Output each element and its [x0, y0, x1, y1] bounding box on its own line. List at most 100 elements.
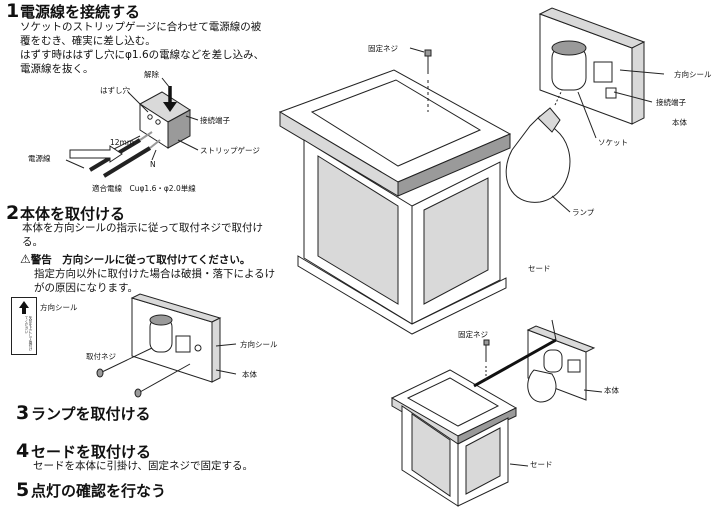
label-direction-seal-main: 方向シール	[674, 70, 712, 79]
step-2-line-2: る。	[22, 236, 43, 248]
label-asm-fixing-screw: 固定ネジ	[458, 330, 488, 339]
hole-leader	[127, 91, 149, 113]
wire-hole-icon	[155, 119, 161, 125]
fixing-screw-leader	[409, 47, 425, 53]
screw-head-2-icon	[134, 388, 142, 398]
label-terminal: 接続端子	[200, 116, 230, 125]
shade-top-side-edge	[397, 133, 511, 197]
warning-line-2: がの原因になります。	[34, 282, 138, 294]
warning-icon: ⚠	[20, 252, 31, 266]
up-arrow-icon	[19, 301, 29, 308]
step-2-text: 本体を方向シールの指示に従って取付ネジで取付け る。	[22, 221, 272, 249]
release-arrowhead-icon	[163, 102, 177, 112]
asm-terminal-block	[567, 359, 581, 373]
label-n: N	[150, 160, 156, 169]
label-release: 解除	[144, 70, 159, 79]
step-2-line-1: 本体を方向シールの指示に従って取付ネジで取付け	[22, 222, 263, 234]
n-leader	[151, 149, 157, 161]
dimension-line	[111, 135, 141, 151]
asm-side-panel	[465, 427, 501, 495]
insert-arrow-icon	[69, 145, 123, 163]
step-1-title: 電源線を接続する	[20, 3, 141, 21]
warning-line-1: 指定方向以外に取付けた場合は破損・落下によるけ	[34, 268, 276, 280]
terminal-leader	[185, 115, 199, 121]
back-plate-side	[211, 317, 221, 383]
warning-block: ⚠警告 方向シールに従って取付けてください。 指定方向以外に取付けた場合は破損・…	[20, 252, 290, 295]
warning-heading: 警告 方向シールに従って取付けてください。	[30, 254, 251, 266]
step-5-title: 点灯の確認を行なう	[31, 482, 167, 500]
asm-shade-top-inset	[406, 377, 500, 427]
direction-sticker: 矢印を上にして取付けてください	[11, 297, 37, 355]
step-2-title: 本体を取付ける	[20, 205, 126, 223]
sticker-text: 矢印を上にして取付けてください	[25, 316, 33, 351]
body-plate-side	[631, 41, 645, 125]
label-terminal-main: 接続端子	[656, 98, 686, 107]
asm-top-side-edge	[457, 407, 517, 445]
label-body-mount: 本体	[242, 370, 257, 379]
label-shade-main: セード	[528, 264, 551, 273]
step-3-number: 3	[16, 402, 30, 424]
terminal-block-side	[167, 109, 191, 149]
up-arrow-stem-icon	[22, 308, 26, 314]
socket-leader	[577, 91, 597, 139]
asm-plate-top	[526, 325, 596, 353]
shade-front-panel	[317, 155, 399, 305]
power-wire-2	[102, 146, 152, 178]
socket-top	[149, 314, 173, 326]
step-3-title: ランプを取付ける	[31, 405, 151, 423]
label-length: 12mm	[110, 138, 135, 147]
asm-body-leader	[583, 389, 603, 393]
step-1-line-1: ソケットのストリップゲージに合わせて電源線の被	[20, 21, 262, 33]
shade-side-panel	[423, 177, 489, 305]
step-1-line-2: 覆をむき、確実に差し込む。	[20, 35, 156, 47]
asm-hook-drop	[551, 319, 557, 341]
step-1-text: ソケットのストリップゲージに合わせて電源線の被 覆をむき、確実に差し込む。 はず…	[20, 20, 280, 76]
strip-gauge-leader	[177, 139, 199, 151]
release-hole-icon	[147, 114, 153, 120]
lamp-guide	[554, 89, 563, 106]
asm-hook-bar	[473, 338, 557, 388]
label-body-main: 本体	[672, 118, 687, 127]
step-4-number: 4	[16, 440, 30, 462]
power-line-leader	[65, 159, 85, 169]
asm-screw-head-icon	[483, 339, 490, 346]
mount-screw-hole-icon	[194, 344, 202, 352]
asm-lamp	[527, 369, 557, 403]
seal-main-leader	[619, 69, 665, 75]
step-2-number: 2	[6, 202, 20, 224]
bare-wire-1	[139, 131, 153, 141]
release-leader	[161, 77, 171, 89]
screw-line-2	[139, 363, 191, 393]
step-1-line-3: はずす時ははずし穴にφ1.6の電線などを差し込み、	[20, 49, 265, 61]
label-socket: ソケット	[598, 138, 628, 147]
label-screw: 取付ネジ	[86, 352, 116, 361]
lamp-bulb	[505, 115, 571, 203]
label-wire-spec: 適合電線 Cuφ1.6・φ2.0単線	[92, 184, 196, 193]
step-4-line-1: セードを本体に引掛け、固定ネジで固定する。	[33, 460, 253, 472]
step-4-title: セードを取付ける	[31, 443, 152, 461]
label-fixing-screw: 固定ネジ	[368, 44, 398, 53]
shade-base	[297, 255, 507, 335]
asm-socket	[543, 349, 563, 373]
step-5-number: 5	[16, 479, 30, 501]
label-direction-seal-right: 方向シール	[240, 340, 278, 349]
mount-seal-leader	[215, 343, 237, 347]
terminal-main-leader	[613, 91, 653, 103]
label-hole: はずし穴	[100, 86, 130, 95]
label-asm-body: 本体	[604, 386, 619, 395]
mount-body-leader	[215, 369, 237, 375]
bare-wire-2	[149, 139, 161, 149]
main-terminal-block	[593, 61, 613, 83]
step-1-line-4: 電源線を抜く。	[20, 63, 94, 75]
asm-front-panel	[411, 413, 451, 497]
shade-top-inset	[310, 79, 482, 167]
label-asm-shade: セード	[530, 460, 553, 469]
step-1-number: 1	[6, 0, 20, 22]
mount-terminal-block	[175, 335, 191, 353]
label-lamp: ランプ	[572, 208, 595, 217]
lamp-leader	[551, 195, 571, 213]
main-socket-top	[551, 40, 587, 56]
